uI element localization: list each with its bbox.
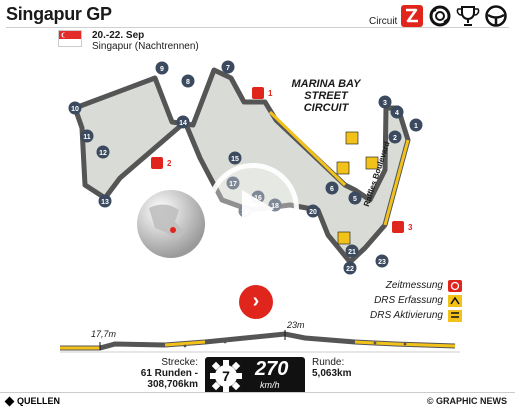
drs-marker — [365, 156, 379, 170]
turn-number: 22 — [346, 266, 354, 273]
distance-info: Strecke: 61 Runden - 308,706km — [118, 357, 198, 390]
turn-number: 13 — [101, 199, 109, 206]
turn-number: 2 — [393, 135, 397, 142]
turn-number: 3 — [383, 100, 387, 107]
drs-zone-1 — [268, 110, 347, 187]
turn-marker — [96, 145, 110, 159]
singapore-flag — [58, 30, 82, 47]
sources-label: QUELLEN — [17, 396, 61, 406]
timing-icon — [448, 280, 462, 292]
turn-number: 14 — [179, 120, 187, 127]
turn-number: 7 — [226, 65, 230, 72]
lap-label: Runde: — [312, 357, 345, 368]
sector-timing-marker — [151, 157, 163, 169]
turn-marker — [155, 61, 169, 75]
turn-number: 4 — [395, 110, 399, 117]
sources-link[interactable]: QUELLEN — [4, 396, 61, 407]
drs-marker — [336, 161, 350, 175]
turn-number: 9 — [160, 66, 164, 73]
turn-marker — [345, 244, 359, 258]
turn-number: 21 — [348, 249, 356, 256]
drs-active-icon — [448, 310, 462, 322]
circuit-icon[interactable] — [400, 4, 424, 28]
wheel-icon[interactable] — [428, 4, 452, 28]
turn-number: 1 — [414, 123, 418, 130]
sector-timing-marker — [392, 221, 404, 233]
credit: © GRAPHIC NEWS — [426, 396, 507, 406]
turn-marker — [388, 130, 402, 144]
speed-panel: 7 — [205, 357, 305, 395]
turn-marker — [306, 204, 320, 218]
gear-icon: 7 — [210, 360, 242, 392]
circuit-name-line-2: STREET — [304, 90, 348, 102]
turn-number: 12 — [99, 150, 107, 157]
distance-km: 308,706km — [147, 379, 198, 390]
turn-marker — [390, 105, 404, 119]
legend-timing: Zeitmessung — [385, 280, 443, 291]
steering-wheel-icon[interactable] — [484, 4, 508, 28]
turn-marker — [375, 254, 389, 268]
turn-marker — [68, 101, 82, 115]
turn-marker — [176, 115, 190, 129]
lap-info: Runde: 5,063km — [312, 357, 351, 379]
race-date: 20.-22. Sep — [92, 30, 145, 41]
drs-zone-2 — [383, 139, 410, 226]
turn-marker — [98, 194, 112, 208]
distance-laps: 61 Runden - — [140, 368, 198, 379]
trophy-icon[interactable] — [456, 4, 480, 28]
circuit-tab-label: Circuit — [369, 16, 398, 27]
turn-number: 6 — [330, 186, 334, 193]
lap-km: 5,063km — [312, 368, 352, 379]
sector-number: 3 — [408, 223, 413, 232]
circuit-name: MARINA BAY STREET CIRCUIT — [286, 78, 366, 114]
turn-marker — [409, 118, 423, 132]
circuit-name-line-1: MARINA BAY — [291, 78, 361, 90]
turn-marker — [325, 181, 339, 195]
turn-marker — [343, 261, 357, 275]
turn-marker — [80, 129, 94, 143]
drs-detect-icon — [448, 295, 462, 307]
turn-number: 20 — [309, 209, 317, 216]
legend-drs-active: DRS Aktivierung — [370, 310, 443, 321]
race-location: Singapur (Nachtrennen) — [92, 41, 199, 52]
turn-marker — [221, 60, 235, 74]
turn-marker — [228, 151, 242, 165]
next-button[interactable]: › — [239, 285, 273, 319]
speed-value: 270 — [255, 358, 289, 380]
drs-marker — [345, 131, 359, 145]
turn-marker — [181, 74, 195, 88]
page-title: Singapur GP — [6, 4, 112, 24]
turn-number: 5 — [353, 196, 357, 203]
legend-drs-detect: DRS Erfassung — [374, 295, 443, 306]
turn-number: 15 — [231, 156, 239, 163]
turn-number: 10 — [71, 106, 79, 113]
elevation-low: 17,7m — [91, 329, 117, 339]
elevation-profile — [60, 330, 460, 353]
title-divider — [6, 27, 509, 28]
turn-marker — [348, 191, 362, 205]
circuit-name-line-3: CIRCUIT — [303, 102, 349, 114]
sector-timing-marker — [252, 87, 264, 99]
turn-number: 11 — [83, 134, 91, 141]
gear-value: 7 — [222, 368, 230, 384]
sector-number: 1 — [268, 89, 273, 98]
turn-number: 8 — [186, 79, 190, 86]
turn-marker — [378, 95, 392, 109]
globe-icon — [137, 190, 205, 258]
drs-marker — [337, 231, 351, 245]
speed-unit: km/h — [260, 380, 280, 390]
elevation-high: 23m — [287, 320, 305, 330]
turn-number: 23 — [378, 259, 386, 266]
play-button[interactable] — [207, 163, 299, 255]
sector-number: 2 — [167, 159, 172, 168]
distance-label: Strecke: — [161, 357, 198, 368]
footer: QUELLEN © GRAPHIC NEWS — [0, 392, 515, 410]
